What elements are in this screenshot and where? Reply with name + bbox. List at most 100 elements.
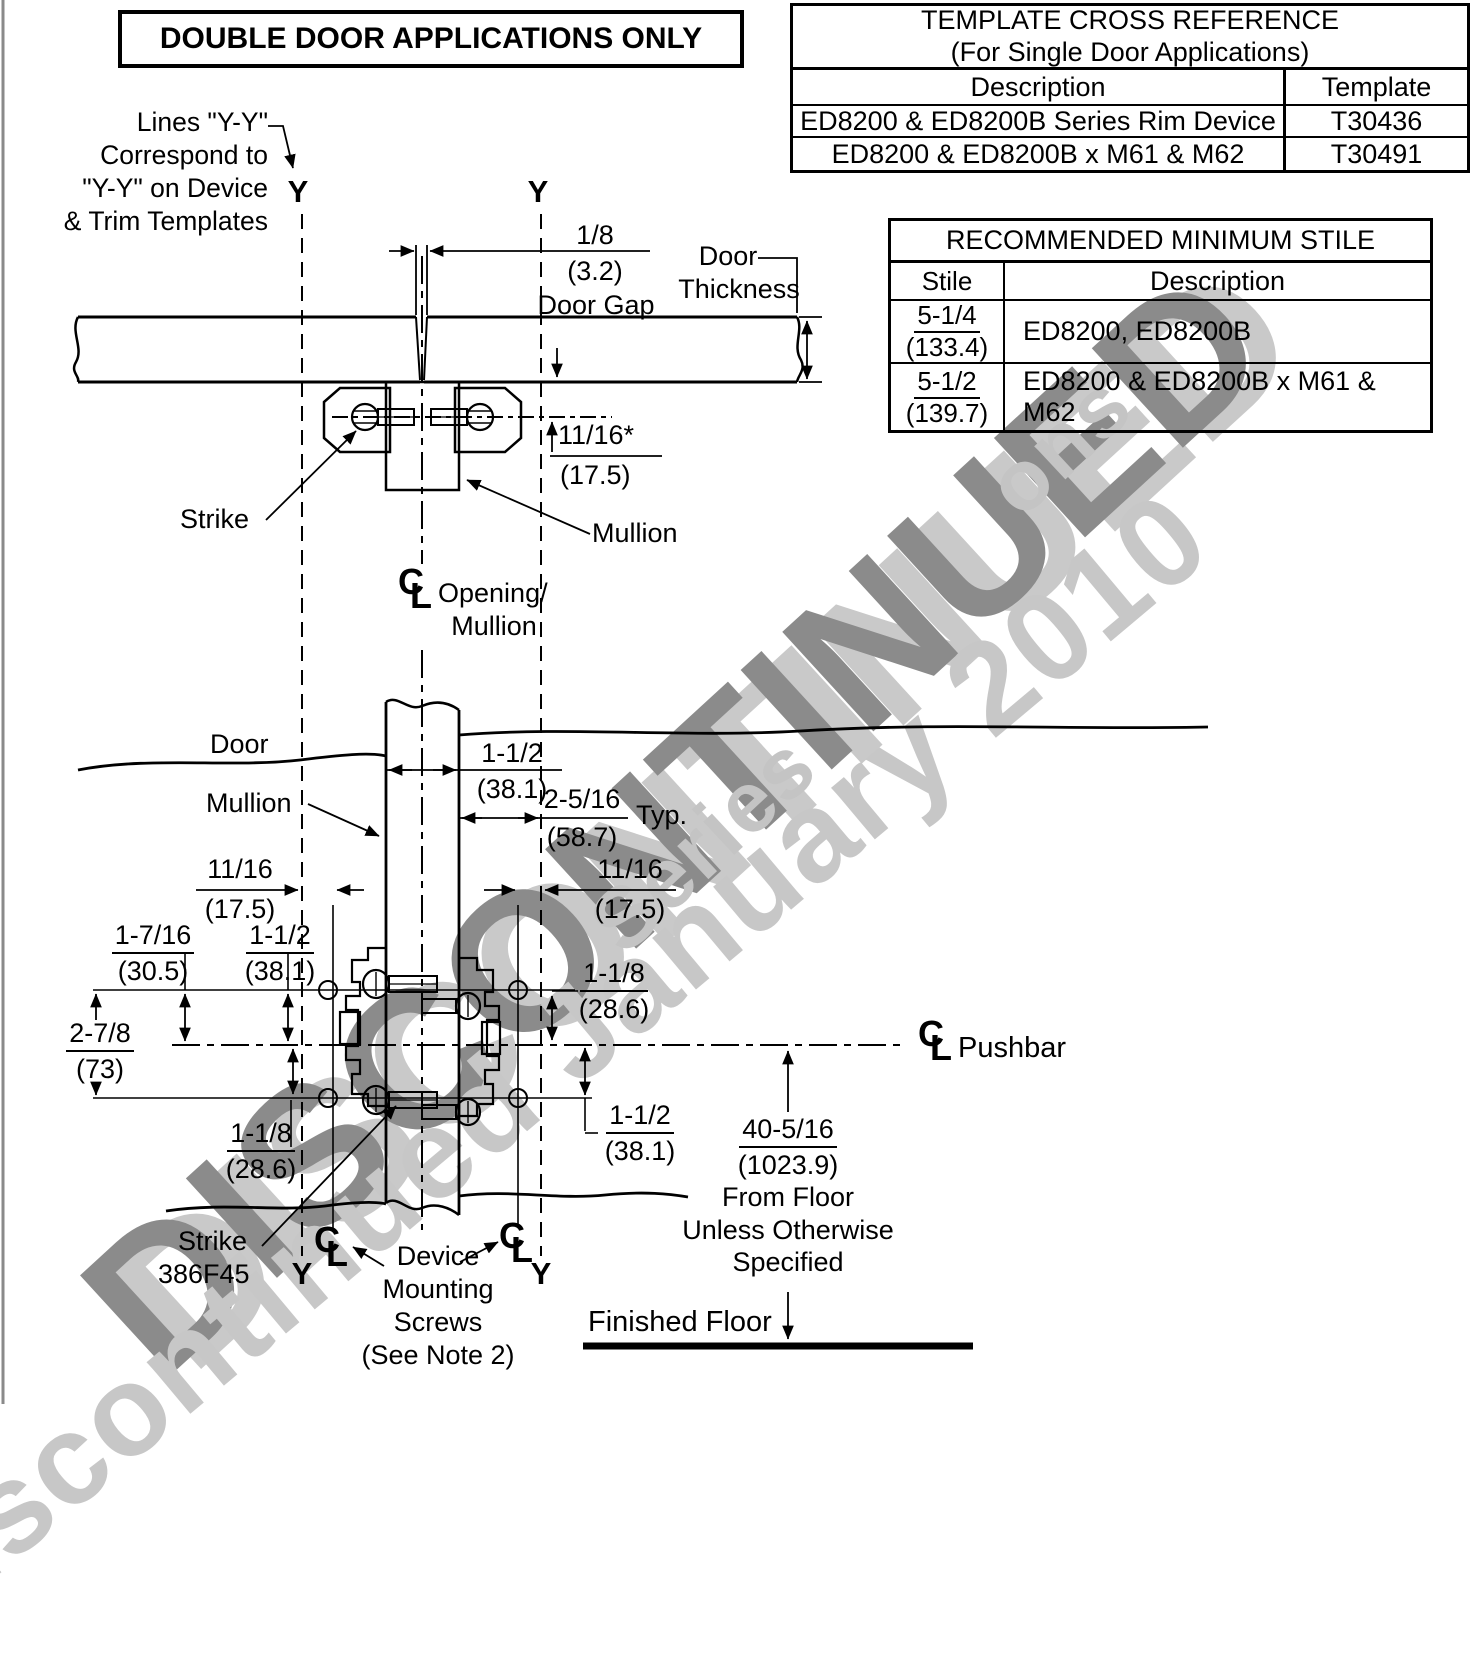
dim-from-floor: 40-5/16 (1023.9) From Floor Unless Other… <box>678 1114 898 1277</box>
plan-dim-leaders <box>265 125 662 535</box>
centerline-l: L <box>410 575 432 616</box>
dim-1-1-2-right: 1-1/2 (38.1) <box>590 1100 690 1166</box>
table-title-line1: TEMPLATE CROSS REFERENCE <box>920 5 1340 36</box>
stile-numerator: 5-1/4 <box>914 301 980 333</box>
dim-door-gap-den: (3.2) <box>567 256 623 286</box>
strike-model-label-1: Strike <box>178 1226 248 1256</box>
cell-description: ED8200 & ED8200B Series Rim Device <box>793 106 1286 136</box>
dim-num: 2-7/8 <box>66 1018 134 1053</box>
dim-num: 1-1/2 <box>246 920 314 955</box>
dim-mullion-width-den: (38.1) <box>476 774 548 804</box>
dim-typ-den: (58.7) <box>546 822 618 852</box>
centerline-symbol-right-device: C L <box>499 1218 543 1270</box>
door-gap-label: Door Gap <box>537 290 655 320</box>
dim-den: (28.6) <box>225 1154 297 1185</box>
mullion-elevation <box>77 698 1209 1216</box>
device-note-line: (See Note 2) <box>361 1339 515 1370</box>
centerline-c: C <box>314 1219 340 1260</box>
cross-reference-table: TEMPLATE CROSS REFERENCE (For Single Doo… <box>790 3 1470 173</box>
centerline-c: C <box>918 1013 944 1054</box>
centerline-l: L <box>326 1233 348 1274</box>
col-header-description: Description <box>1149 265 1286 296</box>
door-thickness-label-2: Thickness <box>678 274 800 304</box>
door-thickness-label-1: Door <box>698 241 758 271</box>
strike-model-label-2: 386F45 <box>158 1259 250 1289</box>
strike-plan-label: Strike <box>180 504 250 534</box>
cross-reference-title: TEMPLATE CROSS REFERENCE (For Single Doo… <box>793 5 1467 70</box>
dim-2-7-8: 2-7/8 (73) <box>52 1018 148 1084</box>
stile-table-title: RECOMMENDED MINIMUM STILE <box>891 221 1430 263</box>
dim-1-1-8-left: 1-1/8 (28.6) <box>208 1118 314 1184</box>
title-box: DOUBLE DOOR APPLICATIONS ONLY <box>118 10 744 68</box>
cell-stile: 5-1/4 (133.4) <box>891 301 1005 362</box>
centerline-l: L <box>511 1229 533 1270</box>
dim-strike-offset-den: (17.5) <box>560 460 631 490</box>
dim-door-gap-num: 1/8 <box>576 220 614 250</box>
minimum-stile-table: RECOMMENDED MINIMUM STILE Stile Descript… <box>888 218 1433 433</box>
mullion-plan-label: Mullion <box>592 518 678 548</box>
centerline-l: L <box>930 1027 952 1068</box>
typ-label: Typ. <box>636 800 688 830</box>
stile-denominator: (133.4) <box>905 332 989 362</box>
dim-1-7-16: 1-7/16 (30.5) <box>100 920 206 986</box>
reference-lines <box>93 905 598 1228</box>
dim-num: 1-7/16 <box>111 920 195 955</box>
cell-stile: 5-1/2 (139.7) <box>891 364 1005 430</box>
centerline-symbol-opening: C L <box>398 564 442 616</box>
dim-mullion-width-num: 1-1/2 <box>481 738 543 768</box>
col-header-template: Template <box>1321 71 1432 102</box>
y-label-bottom-left: Y <box>291 1256 313 1291</box>
centerline-symbol-left-device: C L <box>314 1222 358 1274</box>
from-floor-line: Specified <box>732 1246 844 1277</box>
yy-note-line: "Y-Y" on Device <box>82 172 268 203</box>
yy-note-line: Correspond to <box>100 139 268 170</box>
centerlines <box>172 214 905 1256</box>
stile-table-header: Stile Description <box>891 263 1430 301</box>
dim-yoffset-right-num: 11/16 <box>597 854 663 884</box>
dim-den: (38.1) <box>604 1136 676 1167</box>
dim-num: 1-1/8 <box>580 958 648 993</box>
opening-label-1: Opening/ <box>438 578 548 608</box>
dim-typ-num: 2-5/16 <box>543 784 621 814</box>
opening-label-2: Mullion <box>451 611 537 641</box>
device-note-line: Screws <box>393 1306 483 1337</box>
dim-den: (38.1) <box>244 956 316 987</box>
dim-num: 1-1/2 <box>606 1100 674 1135</box>
cell-template: T30436 <box>1330 105 1423 136</box>
dim-yoffset-right-den: (17.5) <box>594 894 666 924</box>
dim-yoffset-left-den: (17.5) <box>204 894 276 924</box>
page-title: DOUBLE DOOR APPLICATIONS ONLY <box>159 22 703 55</box>
yy-note-line: Lines "Y-Y" <box>136 107 268 137</box>
y-label-top-right: Y <box>527 174 549 209</box>
dim-strike-offset-num: 11/16* <box>558 420 635 450</box>
centerline-symbol-pushbar: C L <box>918 1016 962 1068</box>
y-label-top-left: Y <box>287 174 309 209</box>
strike-profiles <box>338 946 502 1127</box>
dim-den: (28.6) <box>578 994 650 1025</box>
dim-den: (73) <box>75 1054 124 1085</box>
device-mounting-note: Device Mounting Screws (See Note 2) <box>348 1240 528 1372</box>
yy-note-line: & Trim Templates <box>63 205 268 236</box>
mullion-plan <box>322 380 523 492</box>
cell-description: ED8200, ED8200B <box>1023 316 1252 346</box>
centerline-c: C <box>398 561 424 602</box>
dim-yoffset-left-num: 11/16 <box>207 854 273 884</box>
device-note-line: Device <box>396 1241 480 1271</box>
pushbar-label: Pushbar <box>958 1032 1067 1064</box>
dimension-arrows <box>90 764 794 1340</box>
table-row: 5-1/4 (133.4) ED8200, ED8200B <box>891 301 1430 364</box>
door-elev-label: Door <box>210 729 269 759</box>
door-gap-dimension <box>389 245 650 315</box>
dim-1-1-8-right: 1-1/8 (28.6) <box>562 958 666 1024</box>
dim-den: (30.5) <box>117 956 189 987</box>
table-row: 5-1/2 (139.7) ED8200 & ED8200B x M61 & M… <box>891 364 1430 430</box>
stile-numerator: 5-1/2 <box>914 367 980 399</box>
mullion-elev-label: Mullion <box>206 788 292 818</box>
table-row: ED8200 & ED8200B Series Rim Device T3043… <box>793 106 1467 138</box>
centerline-c: C <box>499 1215 525 1256</box>
stile-denominator: (139.7) <box>905 397 989 428</box>
cell-description: ED8200 & ED8200B x M61 & M62 <box>1023 366 1376 427</box>
table-row: ED8200 & ED8200B x M61 & M62 T30491 <box>793 138 1467 170</box>
col-header-stile: Stile <box>891 263 1005 299</box>
dim-num: 1-1/8 <box>227 1118 295 1153</box>
